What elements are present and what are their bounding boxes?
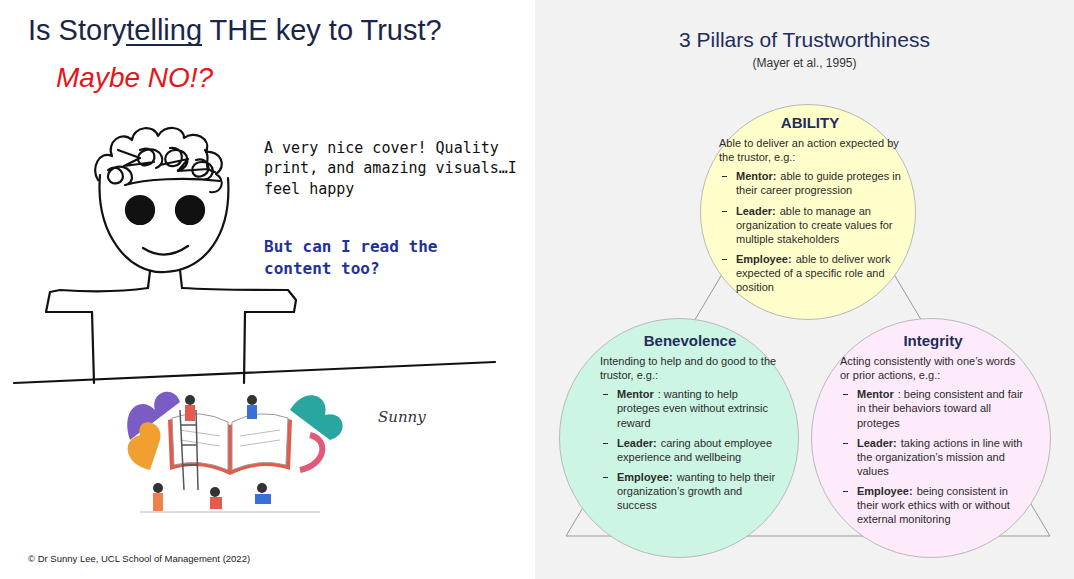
slide-title: Is Storytelling THE key to Trust? xyxy=(28,14,442,47)
bullet-text: Employee:able to deliver work expected o… xyxy=(736,252,901,294)
bullet-dash xyxy=(603,443,608,444)
question-text: But can I read the content too? xyxy=(264,236,504,279)
book-illustration xyxy=(127,392,342,513)
bullet-dash xyxy=(843,443,848,444)
role-name: Mentor xyxy=(617,388,654,400)
bullet-item: Employee:able to deliver work expected o… xyxy=(719,252,901,294)
pillar-heading: ABILITY xyxy=(719,113,901,132)
pillar-definition: Acting consistently with one’s words or … xyxy=(840,354,1026,382)
bullet-dash xyxy=(843,491,848,492)
bullet-item: Mentor:able to guide proteges in their c… xyxy=(719,169,901,197)
subtitle: Maybe NO!? xyxy=(56,62,213,94)
bullet-dash xyxy=(722,211,727,212)
bullet-item: Mentor: being consistent and fair in the… xyxy=(840,387,1026,429)
bullet-item: Employee:wanting to help their organizat… xyxy=(600,470,780,512)
signature: Sunny xyxy=(378,408,426,426)
bullet-item: Leader:taking actions in line with the o… xyxy=(840,436,1026,478)
bullet-text: Mentor: wanting to help proteges even wi… xyxy=(617,387,780,429)
role-name: Employee: xyxy=(736,253,792,265)
panel-title: 3 Pillars of Trustworthiness xyxy=(535,28,1074,52)
bullet-dash xyxy=(722,259,727,260)
bullet-text: Employee:wanting to help their organizat… xyxy=(617,470,780,512)
bullet-item: Mentor: wanting to help proteges even wi… xyxy=(600,387,780,429)
bullet-dash xyxy=(603,394,608,395)
copyright-caption: © Dr Sunny Lee, UCL School of Management… xyxy=(28,553,250,564)
pillar-circle: BenevolenceIntending to help and do good… xyxy=(559,318,799,558)
role-name: Employee: xyxy=(617,471,673,483)
bullet-dash xyxy=(722,176,727,177)
bullet-dash xyxy=(843,394,848,395)
pillar-content: BenevolenceIntending to help and do good… xyxy=(600,331,780,518)
role-name: Mentor xyxy=(857,388,894,400)
right-panel xyxy=(535,0,1074,579)
citation: (Mayer et al., 1995) xyxy=(535,56,1074,70)
bullet-text: Employee:being consistent in their work … xyxy=(857,484,1026,526)
bullet-text: Mentor:able to guide proteges in their c… xyxy=(736,169,901,197)
pillar-heading: Integrity xyxy=(840,331,1026,350)
bullet-item: Leader:caring about employee experience … xyxy=(600,436,780,464)
pillar-circle: ABILITY Able to deliver an action expecte… xyxy=(700,104,916,320)
pillar-definition: Able to deliver an action expected by th… xyxy=(719,136,901,164)
bullet-text: Mentor: being consistent and fair in the… xyxy=(857,387,1026,429)
role-name: Leader: xyxy=(736,205,776,217)
role-name: Leader: xyxy=(857,437,897,449)
role-name: Leader: xyxy=(617,437,657,449)
pillar-content: IntegrityActing consistently with one’s … xyxy=(840,331,1026,532)
bullet-dash xyxy=(603,477,608,478)
pillar-definition: Intending to help and do good to the tru… xyxy=(600,354,780,382)
bullet-item: Leader:able to manage an organization to… xyxy=(719,204,901,246)
role-name: Mentor: xyxy=(736,170,776,182)
pillar-heading: Benevolence xyxy=(600,331,780,350)
bullet-item: Employee:being consistent in their work … xyxy=(840,484,1026,526)
pillar-content: ABILITY Able to deliver an action expecte… xyxy=(719,113,901,300)
speech-text: A very nice cover! Quality print, and am… xyxy=(264,138,526,199)
bullet-text: Leader:caring about employee experience … xyxy=(617,436,780,464)
role-name: Employee: xyxy=(857,485,913,497)
title-underline xyxy=(126,44,202,46)
bullet-text: Leader:able to manage an organization to… xyxy=(736,204,901,246)
bullet-text: Leader:taking actions in line with the o… xyxy=(857,436,1026,478)
pillar-circle: IntegrityActing consistently with one’s … xyxy=(811,318,1051,558)
